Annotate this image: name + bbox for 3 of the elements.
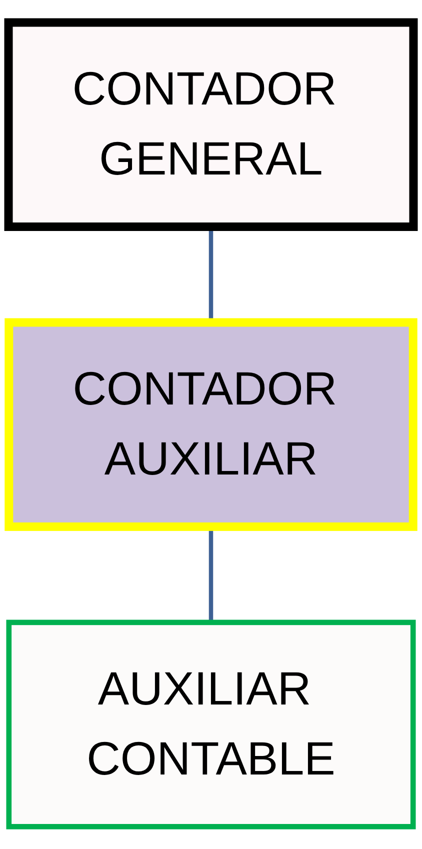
node-box: CONTADOR AUXILIAR: [4, 318, 418, 531]
node-box: AUXILIAR CONTABLE: [6, 620, 416, 830]
node-box: CONTADOR GENERAL: [4, 18, 418, 231]
